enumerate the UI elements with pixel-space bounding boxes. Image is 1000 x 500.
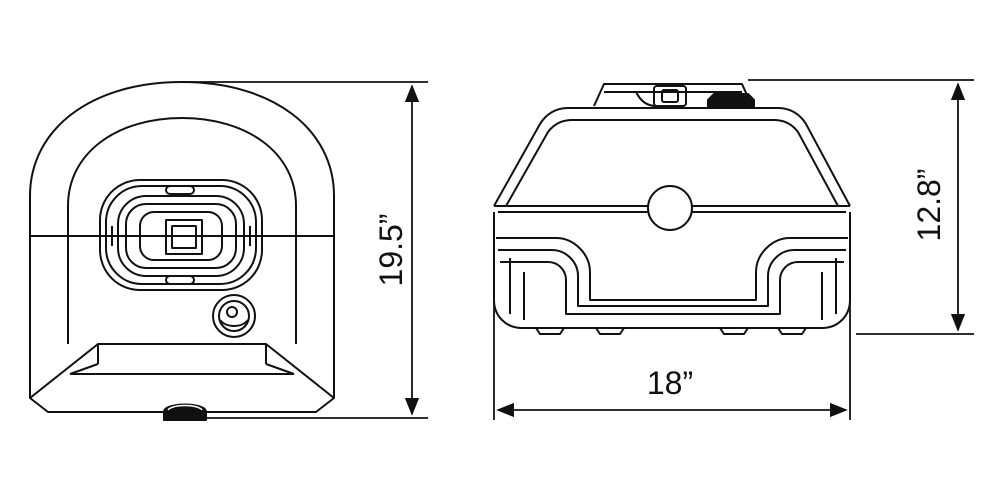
front-view: [493, 83, 851, 335]
top-view-sensor: [212, 294, 256, 338]
front-view-height-label: 12.8”: [911, 169, 947, 242]
top-view-handle: [99, 179, 263, 291]
top-view-height-dimension: [182, 81, 428, 419]
front-view-height-dimension: [748, 79, 974, 335]
front-view-cap: [593, 83, 755, 109]
top-view-center-button: [165, 219, 203, 255]
front-view-width-dimension: [493, 300, 851, 420]
front-view-knob: [647, 185, 693, 231]
top-view-inner-rim: [67, 117, 297, 236]
front-view-lower-body: [493, 212, 851, 329]
top-view: [29, 81, 335, 421]
top-view-base-step: [29, 343, 335, 399]
top-view-latch: [163, 403, 207, 421]
front-view-width-label: 18”: [647, 365, 693, 401]
front-view-feet: [535, 327, 807, 335]
top-view-height-label: 19.5”: [373, 214, 409, 287]
front-view-upper-body: [493, 107, 851, 231]
top-view-outer-outline: [29, 81, 335, 413]
